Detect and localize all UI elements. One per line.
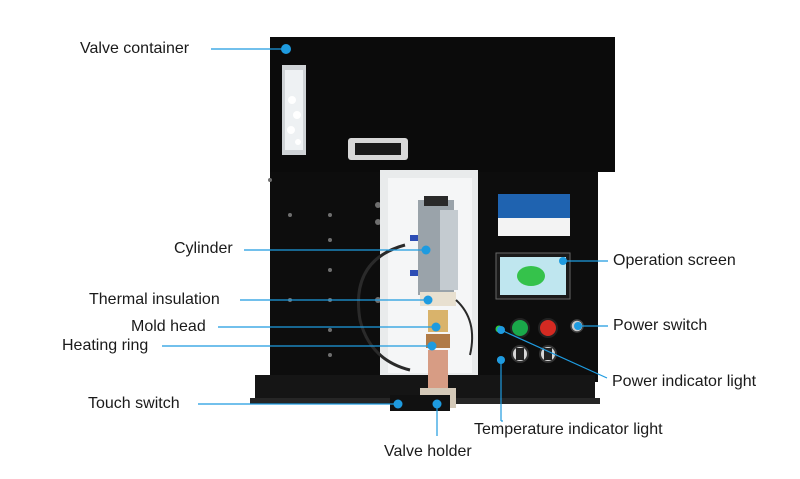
label-power-switch: Power switch [613, 317, 708, 334]
label-valve-container: Valve container [80, 40, 190, 57]
red-button [538, 318, 558, 338]
green-button [510, 318, 530, 338]
label-valve-holder: Valve holder [384, 443, 472, 460]
label-thermal-insulation: Thermal insulation [89, 291, 220, 308]
lower-body-left [270, 172, 380, 377]
label-temperature-indicator-light: Temperature indicator light [474, 421, 663, 438]
label-operation-screen: Operation screen [613, 252, 736, 269]
label-mold-head: Mold head [131, 318, 206, 335]
upper-cabinet [270, 37, 615, 172]
label-cylinder: Cylinder [174, 240, 233, 257]
valve-holder-post [428, 350, 448, 400]
label-touch-switch: Touch switch [88, 395, 180, 412]
label-power-indicator-light: Power indicator light [612, 373, 757, 390]
label-heating-ring: Heating ring [62, 337, 149, 354]
